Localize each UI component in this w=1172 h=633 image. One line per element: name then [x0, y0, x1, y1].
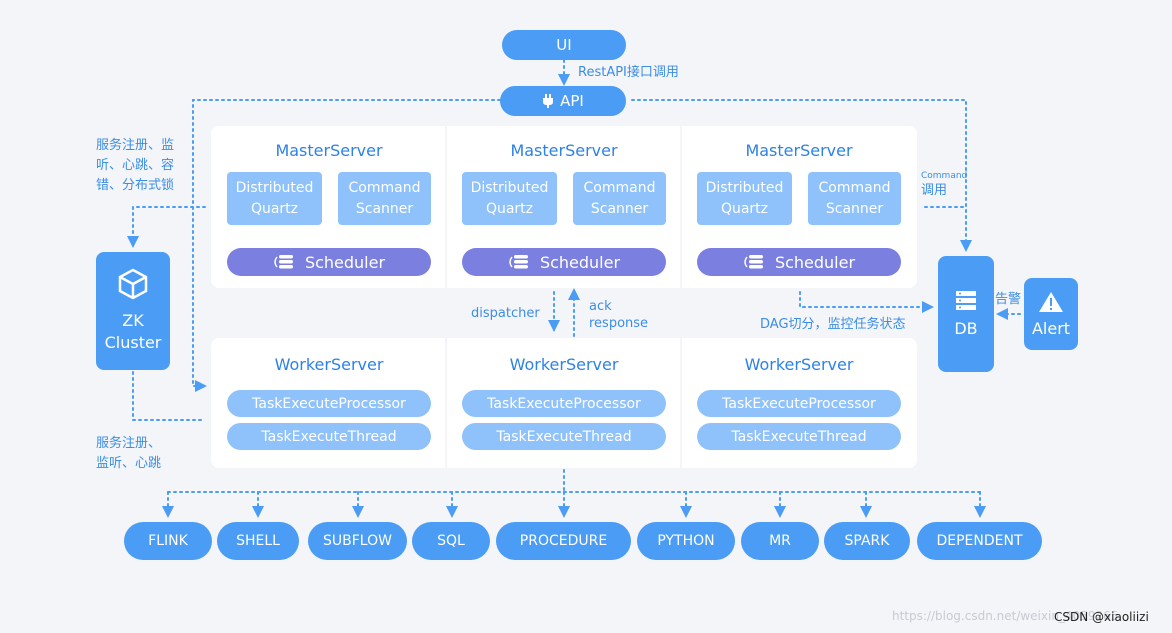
cube-icon	[118, 268, 148, 300]
worker-divider	[680, 338, 682, 468]
task-execute-processor-bar[interactable]: TaskExecuteProcessor	[227, 390, 431, 417]
task-type-pill[interactable]: SHELL	[217, 522, 299, 560]
task-type-pill[interactable]: SPARK	[824, 522, 910, 560]
command-call-label: 调用	[921, 183, 948, 198]
alert-label: Alert	[1031, 318, 1071, 338]
worker-title: WorkerServer	[744, 355, 854, 374]
task-type-pill[interactable]: SUBFLOW	[308, 522, 407, 560]
api-node[interactable]: API	[500, 86, 626, 116]
task-type-pill[interactable]: SQL	[412, 522, 490, 560]
credit-label: CSDN @xiaoliizi	[1054, 610, 1149, 624]
command-small-label: Command	[921, 171, 968, 181]
task-execute-thread-bar[interactable]: TaskExecuteThread	[462, 423, 666, 450]
worker-divider	[445, 338, 447, 468]
rest-api-label: RestAPI接口调用	[578, 65, 679, 80]
zk-worker-note: 服务注册、 监听、心跳	[96, 436, 162, 471]
master-divider	[680, 126, 682, 288]
scheduler-bar[interactable]: Scheduler	[462, 248, 666, 276]
alert-node[interactable]: Alert	[1024, 278, 1078, 350]
distributed-quartz-box[interactable]: Distributed Quartz	[697, 172, 792, 225]
cluster-label: Cluster	[104, 333, 162, 352]
distributed-quartz-box[interactable]: Distributed Quartz	[227, 172, 322, 225]
ui-node[interactable]: UI	[502, 30, 626, 60]
command-scanner-box[interactable]: Command Scanner	[338, 172, 431, 225]
scheduler-label: Scheduler	[539, 252, 621, 272]
zk-cluster-node[interactable]: ZK Cluster	[96, 252, 170, 370]
task-execute-thread-bar[interactable]: TaskExecuteThread	[227, 423, 431, 450]
task-execute-processor-bar[interactable]: TaskExecuteProcessor	[462, 390, 666, 417]
master-title: MasterServer	[510, 141, 618, 160]
zk-master-note: 服务注册、监 听、心跳、容 错、分布式锁	[96, 138, 175, 193]
worker-title: WorkerServer	[509, 355, 619, 374]
command-scanner-box[interactable]: Command Scanner	[573, 172, 666, 225]
database-stack-icon	[509, 255, 528, 269]
master-title: MasterServer	[275, 141, 383, 160]
scheduler-label: Scheduler	[774, 252, 856, 272]
task-type-pill[interactable]: DEPENDENT	[917, 522, 1042, 560]
ui-label: UI	[556, 36, 572, 54]
dag-label: DAG切分，监控任务状态	[760, 317, 906, 332]
task-type-pill[interactable]: PROCEDURE	[496, 522, 631, 560]
server-icon	[956, 290, 976, 310]
task-execute-processor-bar[interactable]: TaskExecuteProcessor	[697, 390, 901, 417]
distributed-quartz-box[interactable]: Distributed Quartz	[462, 172, 557, 225]
zk-label: ZK	[122, 311, 144, 330]
task-execute-thread-bar[interactable]: TaskExecuteThread	[697, 423, 901, 450]
alarm-label: 告警	[995, 292, 1022, 307]
task-type-pill[interactable]: PYTHON	[637, 522, 735, 560]
ack-response-label: ack response	[589, 299, 649, 331]
watermark: https://blog.csdn.net/weixin_4059265	[892, 609, 1119, 623]
scheduler-label: Scheduler	[304, 252, 386, 272]
warning-icon	[1039, 291, 1063, 312]
command-scanner-box[interactable]: Command Scanner	[808, 172, 901, 225]
db-label: DB	[954, 318, 978, 338]
scheduler-bar[interactable]: Scheduler	[227, 248, 431, 276]
api-label: API	[560, 92, 584, 110]
scheduler-bar[interactable]: Scheduler	[697, 248, 901, 276]
master-title: MasterServer	[745, 141, 853, 160]
plug-icon	[543, 94, 554, 108]
db-node[interactable]: DB	[938, 256, 994, 372]
task-type-pill[interactable]: MR	[741, 522, 819, 560]
database-stack-icon	[274, 255, 293, 269]
database-stack-icon	[744, 255, 763, 269]
master-divider	[445, 126, 447, 288]
worker-title: WorkerServer	[274, 355, 384, 374]
dispatcher-label: dispatcher	[471, 306, 540, 321]
task-type-pill[interactable]: FLINK	[124, 522, 212, 560]
